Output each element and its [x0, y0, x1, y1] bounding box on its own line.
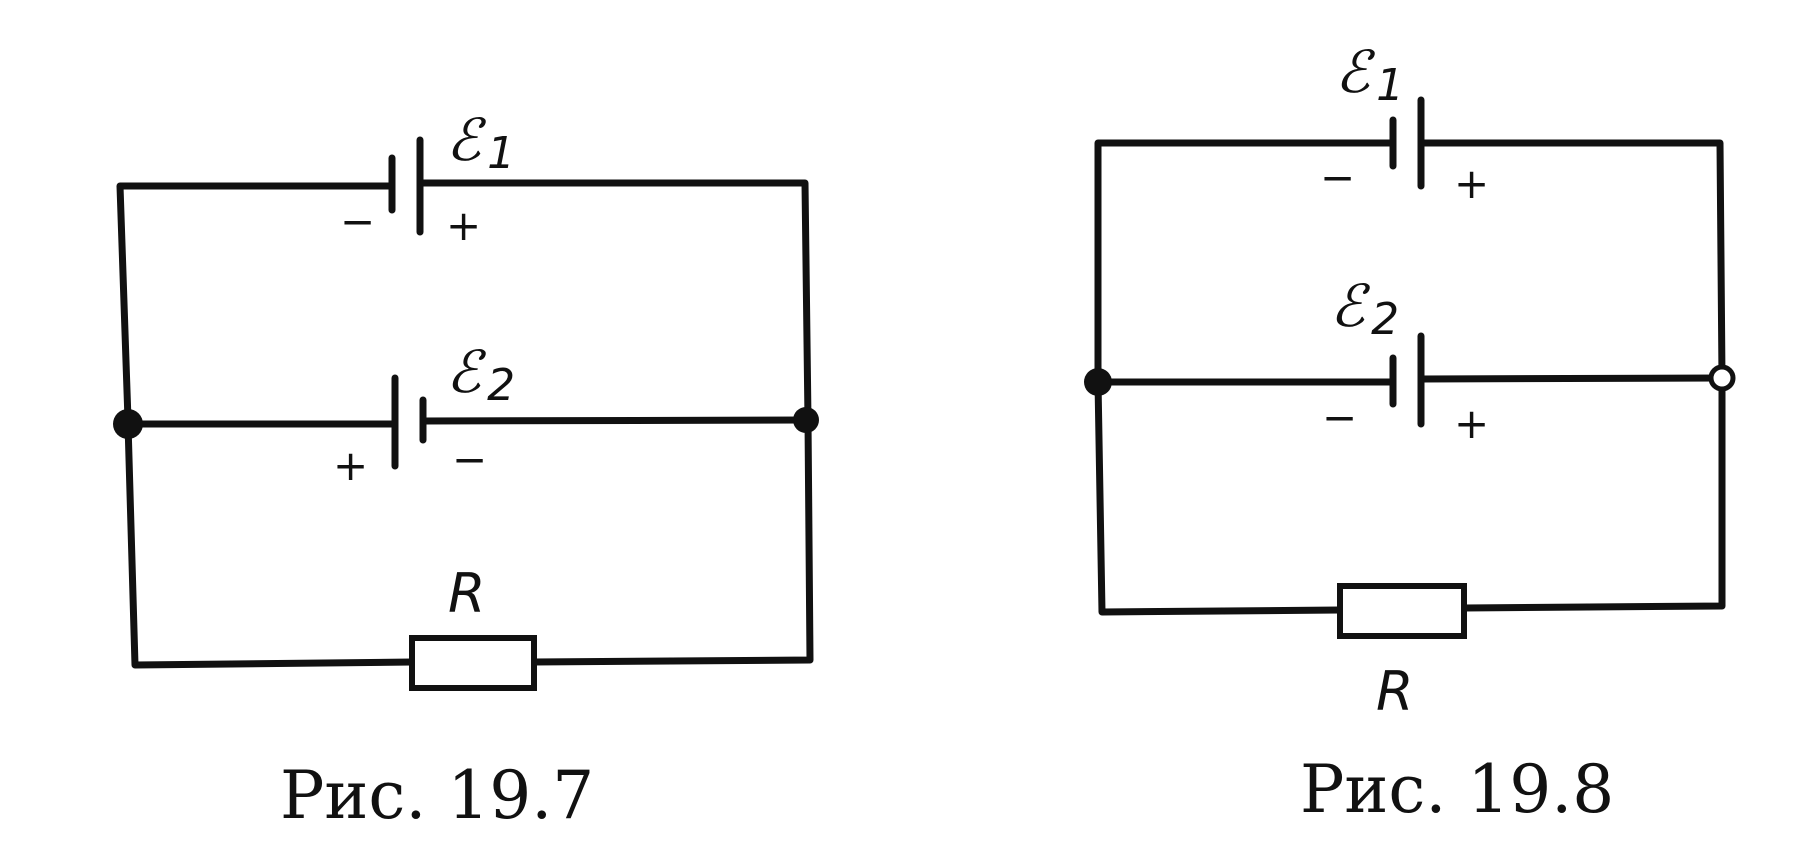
- emf1-minus-sign: −: [1320, 153, 1355, 202]
- wire-top-left: [1094, 139, 1397, 386]
- emf2-plus-sign: +: [333, 441, 368, 490]
- wire-top-right: [416, 179, 812, 424]
- wire-bottom: [1094, 374, 1726, 616]
- wire-middle-right: [1417, 374, 1726, 383]
- emf2-minus-sign: −: [452, 435, 487, 484]
- resistor: [409, 635, 537, 691]
- emf2-plus-sign: +: [1454, 399, 1489, 448]
- junction-right: [793, 407, 819, 433]
- emf1-plus-sign: +: [446, 201, 481, 250]
- resistor-label: R: [1376, 660, 1414, 723]
- resistor: [1337, 583, 1467, 639]
- wire-bottom: [124, 416, 814, 669]
- wire-middle-right: [419, 416, 812, 425]
- junction-left: [113, 409, 143, 439]
- figure-caption: Рис. 19.7: [280, 757, 594, 834]
- emf2-minus-sign: −: [1322, 393, 1357, 442]
- figure-caption: Рис. 19.8: [1300, 751, 1614, 828]
- wire-top-left: [116, 182, 394, 424]
- junction-right: [1708, 364, 1736, 392]
- junction-left: [1084, 368, 1112, 396]
- resistor-label: R: [448, 562, 486, 625]
- emf1-minus-sign: −: [340, 197, 375, 246]
- wire-top-right: [1417, 139, 1726, 382]
- emf1-plus-sign: +: [1454, 159, 1489, 208]
